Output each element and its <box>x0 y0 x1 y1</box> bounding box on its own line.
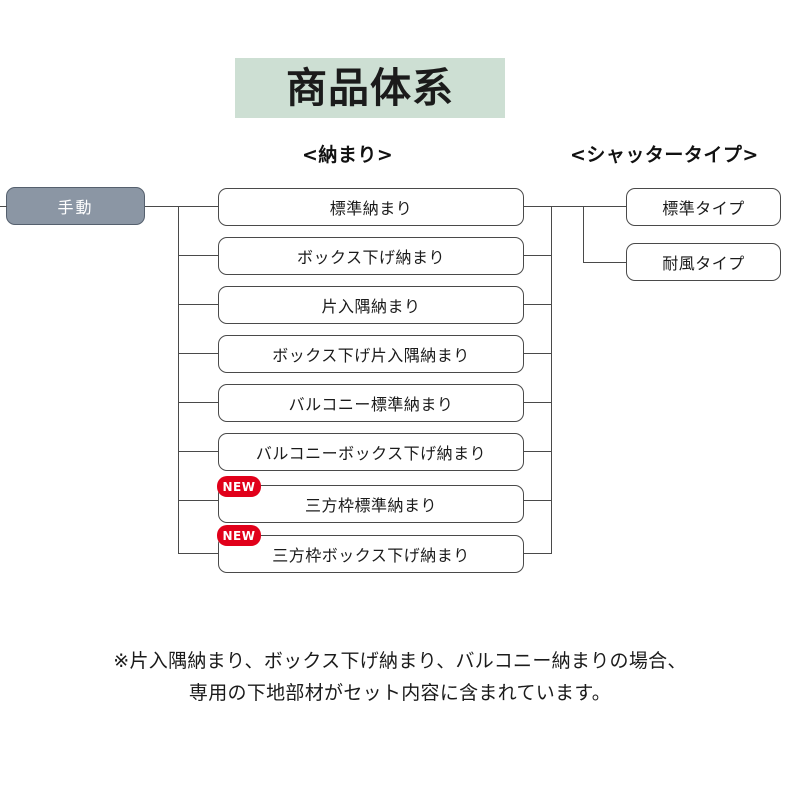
new-badge-label-7: NEW <box>222 479 256 494</box>
osamari-box-3[interactable]: 片入隅納まり <box>218 286 524 324</box>
connector-root-to-trunk <box>145 206 179 207</box>
shutter-box-2[interactable]: 耐風タイプ <box>626 243 781 281</box>
connector-collect-3 <box>523 304 552 305</box>
connector-shutter-branch-1 <box>583 206 627 207</box>
osamari-box-2[interactable]: ボックス下げ納まり <box>218 237 524 275</box>
osamari-label-5: バルコニー標準納まり <box>288 395 454 414</box>
osamari-box-8[interactable]: 三方枠ボックス下げ納まり <box>218 535 524 573</box>
connector-branch-8 <box>178 553 219 554</box>
osamari-label-4: ボックス下げ片入隅納まり <box>272 346 470 365</box>
connector-branch-4 <box>178 353 219 354</box>
connector-shutter-branch-2 <box>583 262 627 263</box>
footnote-line-1: ※片入隅納まり、ボックス下げ納まり、バルコニー納まりの場合、 <box>113 650 687 672</box>
osamari-box-5[interactable]: バルコニー標準納まり <box>218 384 524 422</box>
root-node-label: 手動 <box>57 198 94 217</box>
osamari-box-4[interactable]: ボックス下げ片入隅納まり <box>218 335 524 373</box>
connector-branch-6 <box>178 451 219 452</box>
osamari-label-6: バルコニーボックス下げ納まり <box>255 444 487 463</box>
title-banner: 商品体系 <box>235 58 505 118</box>
connector-branch-7 <box>178 500 219 501</box>
connector-branch-3 <box>178 304 219 305</box>
osamari-box-1[interactable]: 標準納まり <box>218 188 524 226</box>
connector-collect-4 <box>523 353 552 354</box>
osamari-label-2: ボックス下げ納まり <box>296 248 446 267</box>
new-badge-osamari-8: NEW <box>217 525 261 546</box>
connector-collect-5 <box>523 402 552 403</box>
connector-shutter-trunk <box>583 206 584 263</box>
connector-collect-6 <box>523 451 552 452</box>
connector-branch-1 <box>178 206 219 207</box>
connector-branch-2 <box>178 255 219 256</box>
osamari-box-7[interactable]: 三方枠標準納まり <box>218 485 524 523</box>
footnote-line-2: 専用の下地部材がセット内容に含まれています。 <box>188 682 612 704</box>
osamari-label-8: 三方枠ボックス下げ納まり <box>272 546 470 565</box>
new-badge-label-8: NEW <box>222 528 256 543</box>
connector-right-collector-trunk <box>551 206 552 553</box>
page-title: 商品体系 <box>286 63 454 112</box>
shutter-label-2: 耐風タイプ <box>662 254 745 273</box>
new-badge-osamari-7: NEW <box>217 476 261 497</box>
connector-collect-1 <box>523 206 552 207</box>
column-header-osamari: <納まり> <box>302 144 394 166</box>
connector-branch-5 <box>178 402 219 403</box>
column-header-shutter: <シャッタータイプ> <box>570 144 759 166</box>
connector-root-left-stub <box>0 206 7 207</box>
osamari-label-7: 三方枠標準納まり <box>304 496 437 515</box>
footnote: ※片入隅納まり、ボックス下げ納まり、バルコニー納まりの場合、 専用の下地部材がセ… <box>0 645 800 709</box>
connector-collect-2 <box>523 255 552 256</box>
shutter-label-1: 標準タイプ <box>662 199 745 218</box>
connector-left-trunk <box>178 206 179 553</box>
osamari-label-3: 片入隅納まり <box>321 297 421 316</box>
connector-bridge-to-shutter <box>551 206 584 207</box>
root-node-manual[interactable]: 手動 <box>6 187 145 225</box>
connector-collect-7 <box>523 500 552 501</box>
shutter-box-1[interactable]: 標準タイプ <box>626 188 781 226</box>
osamari-label-1: 標準納まり <box>329 199 413 218</box>
connector-collect-8 <box>523 553 552 554</box>
osamari-box-6[interactable]: バルコニーボックス下げ納まり <box>218 433 524 471</box>
